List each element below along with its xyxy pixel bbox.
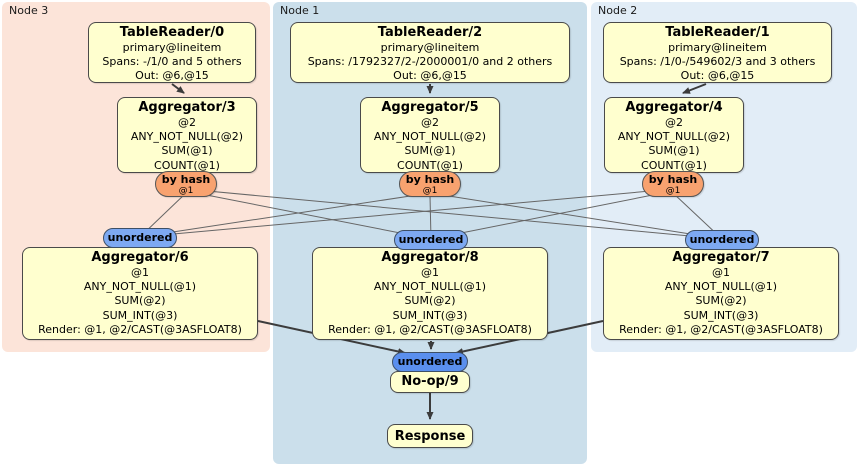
processor-line: SUM_INT(@3) [683, 308, 759, 322]
processor-line: COUNT(@1) [154, 158, 220, 172]
hash-router-stream: @1 [665, 186, 681, 196]
processor-noop-9: No-op/9 [390, 371, 470, 393]
unordered-sync-final: unordered [392, 352, 468, 372]
processor-spans: Spans: /1792327/2-/2000001/0 and 2 other… [307, 55, 553, 69]
processor-line: SUM(@2) [695, 294, 747, 308]
processor-line: @1 [421, 266, 439, 279]
hash-router-label: by hash [405, 173, 455, 186]
node3-region-label: Node 3 [9, 4, 49, 17]
processor-title: No-op/9 [401, 374, 459, 389]
hash-router-node1: by hash @1 [399, 171, 461, 197]
unordered-sync-node2: unordered [685, 230, 759, 250]
processor-line: ANY_NOT_NULL(@1) [83, 280, 197, 294]
processor-line: SUM_INT(@3) [392, 308, 468, 322]
processor-line: ANY_NOT_NULL(@2) [617, 130, 731, 144]
unordered-sync-node1: unordered [394, 230, 468, 250]
processor-index: primary@lineitem [668, 41, 767, 54]
response-node: Response [387, 424, 473, 448]
processor-out: Out: @6,@15 [393, 69, 467, 83]
processor-line: SUM(@1) [161, 144, 213, 158]
processor-line: @2 [421, 116, 439, 129]
processor-line: ANY_NOT_NULL(@2) [373, 130, 487, 144]
processor-render-line: Render: @1, @2/CAST(@3ASFLOAT8) [619, 322, 823, 336]
processor-aggregator-6: Aggregator/6 @1 ANY_NOT_NULL(@1) SUM(@2)… [22, 247, 258, 340]
processor-title: Aggregator/6 [91, 250, 189, 265]
processor-line: SUM(@2) [404, 294, 456, 308]
processor-title: Aggregator/4 [625, 100, 723, 115]
processor-line: @2 [178, 116, 196, 129]
hash-router-label: by hash [648, 173, 698, 186]
processor-aggregator-8: Aggregator/8 @1 ANY_NOT_NULL(@1) SUM(@2)… [312, 247, 548, 340]
processor-tablereader-0: TableReader/0 primary@lineitem Spans: -/… [88, 22, 256, 83]
processor-aggregator-4: Aggregator/4 @2 ANY_NOT_NULL(@2) SUM(@1)… [604, 97, 744, 173]
unordered-sync-node3: unordered [103, 228, 177, 248]
processor-line: COUNT(@1) [397, 158, 463, 172]
processor-render-line: Render: @1, @2/CAST(@3ASFLOAT8) [38, 322, 242, 336]
processor-line: @2 [665, 116, 683, 129]
processor-line: ANY_NOT_NULL(@2) [130, 130, 244, 144]
processor-aggregator-3: Aggregator/3 @2 ANY_NOT_NULL(@2) SUM(@1)… [117, 97, 257, 173]
processor-render-line: Render: @1, @2/CAST(@3ASFLOAT8) [328, 322, 532, 336]
processor-line: SUM_INT(@3) [102, 308, 178, 322]
processor-line: @1 [712, 266, 730, 279]
processor-title: Aggregator/5 [381, 100, 479, 115]
processor-spans: Spans: /1/0-/549602/3 and 3 others [619, 55, 816, 69]
processor-spans: Spans: -/1/0 and 5 others [102, 55, 242, 69]
processor-aggregator-7: Aggregator/7 @1 ANY_NOT_NULL(@1) SUM(@2)… [603, 247, 839, 340]
processor-title: Aggregator/7 [672, 250, 770, 265]
hash-router-label: by hash [161, 173, 211, 186]
processor-index: primary@lineitem [122, 41, 222, 54]
processor-index: primary@lineitem [380, 41, 480, 54]
hash-router-stream: @1 [422, 186, 438, 196]
processor-out: Out: @6,@15 [135, 69, 209, 83]
processor-tablereader-2: TableReader/2 primary@lineitem Spans: /1… [290, 22, 570, 83]
processor-tablereader-1: TableReader/1 primary@lineitem Spans: /1… [603, 22, 832, 83]
processor-line: @1 [131, 266, 149, 279]
processor-title: Aggregator/8 [381, 250, 479, 265]
processor-title: TableReader/2 [377, 25, 483, 40]
processor-line: ANY_NOT_NULL(@1) [373, 280, 487, 294]
processor-line: SUM(@1) [648, 144, 700, 158]
processor-line: SUM(@1) [404, 144, 456, 158]
node2-region-label: Node 2 [598, 4, 638, 17]
processor-title: Response [394, 429, 466, 444]
processor-line: ANY_NOT_NULL(@1) [664, 280, 778, 294]
processor-title: Aggregator/3 [138, 100, 236, 115]
node1-region-label: Node 1 [280, 4, 320, 17]
hash-router-stream: @1 [178, 186, 194, 196]
hash-router-node3: by hash @1 [155, 171, 217, 197]
processor-line: COUNT(@1) [641, 158, 707, 172]
hash-router-node2: by hash @1 [642, 171, 704, 197]
processor-aggregator-5: Aggregator/5 @2 ANY_NOT_NULL(@2) SUM(@1)… [360, 97, 500, 173]
processor-out: Out: @6,@15 [680, 69, 755, 83]
processor-title: TableReader/1 [665, 25, 770, 40]
processor-title: TableReader/0 [119, 25, 225, 40]
processor-line: SUM(@2) [114, 294, 166, 308]
